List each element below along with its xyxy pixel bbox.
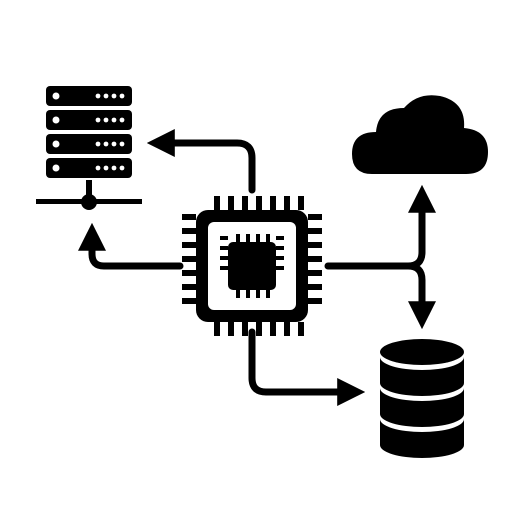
chip-pin-left — [182, 256, 196, 262]
server-indicator-light — [111, 141, 117, 147]
core-pin-right — [276, 266, 284, 270]
chip-pin-top — [284, 196, 290, 210]
server-indicator-light — [103, 165, 109, 171]
server-power-light — [52, 164, 60, 172]
database-icon — [380, 339, 464, 458]
connector-cpu-to-cloud — [324, 184, 436, 270]
chip-pin-bottom — [214, 322, 220, 336]
server-unit — [46, 110, 132, 130]
chip-pin-bottom — [256, 322, 262, 336]
connector-cpu-to-database-bottom — [248, 328, 366, 406]
core-pin-top — [256, 234, 260, 242]
server-indicator-light — [111, 93, 117, 99]
database-disk-layer — [380, 419, 464, 458]
core-pin-right — [276, 256, 284, 260]
database-disk-layer — [380, 388, 464, 427]
server-indicator-light — [95, 117, 101, 123]
core-pin-top — [246, 234, 250, 242]
database-disk-layer — [380, 357, 464, 396]
cloud-icon — [352, 95, 488, 174]
chip-pin-bottom — [242, 322, 248, 336]
chip-pin-left — [182, 298, 196, 304]
server-indicator-light — [119, 165, 125, 171]
chip-pin-right — [308, 284, 322, 290]
core-pin-top — [266, 234, 270, 242]
chip-pin-bottom — [284, 322, 290, 336]
chip-pin-left — [182, 242, 196, 248]
core-pin-right — [276, 236, 284, 240]
processor-core-pins — [220, 234, 284, 298]
chip-pin-right — [308, 256, 322, 262]
cloud-shape — [352, 95, 488, 174]
server-indicator-light — [103, 141, 109, 147]
chip-pin-right — [308, 242, 322, 248]
core-pin-bottom — [266, 290, 270, 298]
connector-cpu-to-server-top — [146, 129, 256, 194]
connectors — [78, 129, 436, 406]
chip-pin-top — [256, 196, 262, 210]
chip-pin-right — [308, 214, 322, 220]
chip-pin-top — [270, 196, 276, 210]
core-pin-bottom — [236, 290, 240, 298]
server-unit — [46, 134, 132, 154]
database-top-cap — [380, 339, 464, 365]
server-indicator-light — [111, 165, 117, 171]
core-pin-left — [220, 236, 228, 240]
chip-pin-left — [182, 228, 196, 234]
server-stand-post — [86, 180, 92, 202]
core-pin-left — [220, 246, 228, 250]
chip-pin-left — [182, 284, 196, 290]
processor-chip-pins — [182, 196, 322, 336]
chip-pin-top — [298, 196, 304, 210]
chip-pin-left — [182, 214, 196, 220]
chip-pin-top — [228, 196, 234, 210]
core-pin-left — [220, 266, 228, 270]
processor-chip-icon — [182, 196, 322, 336]
chip-pin-bottom — [298, 322, 304, 336]
connector-cpu-to-server-base — [78, 222, 184, 270]
chip-pin-right — [308, 270, 322, 276]
chip-pin-bottom — [270, 322, 276, 336]
server-indicator-light — [119, 141, 125, 147]
server-power-light — [52, 140, 60, 148]
chip-pin-right — [308, 298, 322, 304]
server-rack-icon — [36, 86, 142, 210]
server-units — [46, 86, 132, 178]
server-indicator-light — [103, 117, 109, 123]
core-pin-bottom — [246, 290, 250, 298]
chip-pin-left — [182, 270, 196, 276]
core-pin-bottom — [256, 290, 260, 298]
server-indicator-light — [103, 93, 109, 99]
server-unit — [46, 86, 132, 106]
server-indicator-light — [119, 117, 125, 123]
server-stand-node — [81, 194, 97, 210]
chip-pin-top — [242, 196, 248, 210]
chip-pin-bottom — [228, 322, 234, 336]
core-pin-right — [276, 246, 284, 250]
chip-pin-top — [214, 196, 220, 210]
server-indicator-light — [95, 93, 101, 99]
server-power-light — [52, 116, 60, 124]
server-indicator-light — [119, 93, 125, 99]
connector-cpu-to-database-right — [404, 262, 436, 330]
server-unit — [46, 158, 132, 178]
core-pin-left — [220, 256, 228, 260]
server-indicator-light — [95, 165, 101, 171]
chip-pin-right — [308, 228, 322, 234]
processor-core — [228, 242, 276, 290]
core-pin-top — [236, 234, 240, 242]
server-indicator-light — [95, 141, 101, 147]
server-indicator-light — [111, 117, 117, 123]
server-power-light — [52, 92, 60, 100]
